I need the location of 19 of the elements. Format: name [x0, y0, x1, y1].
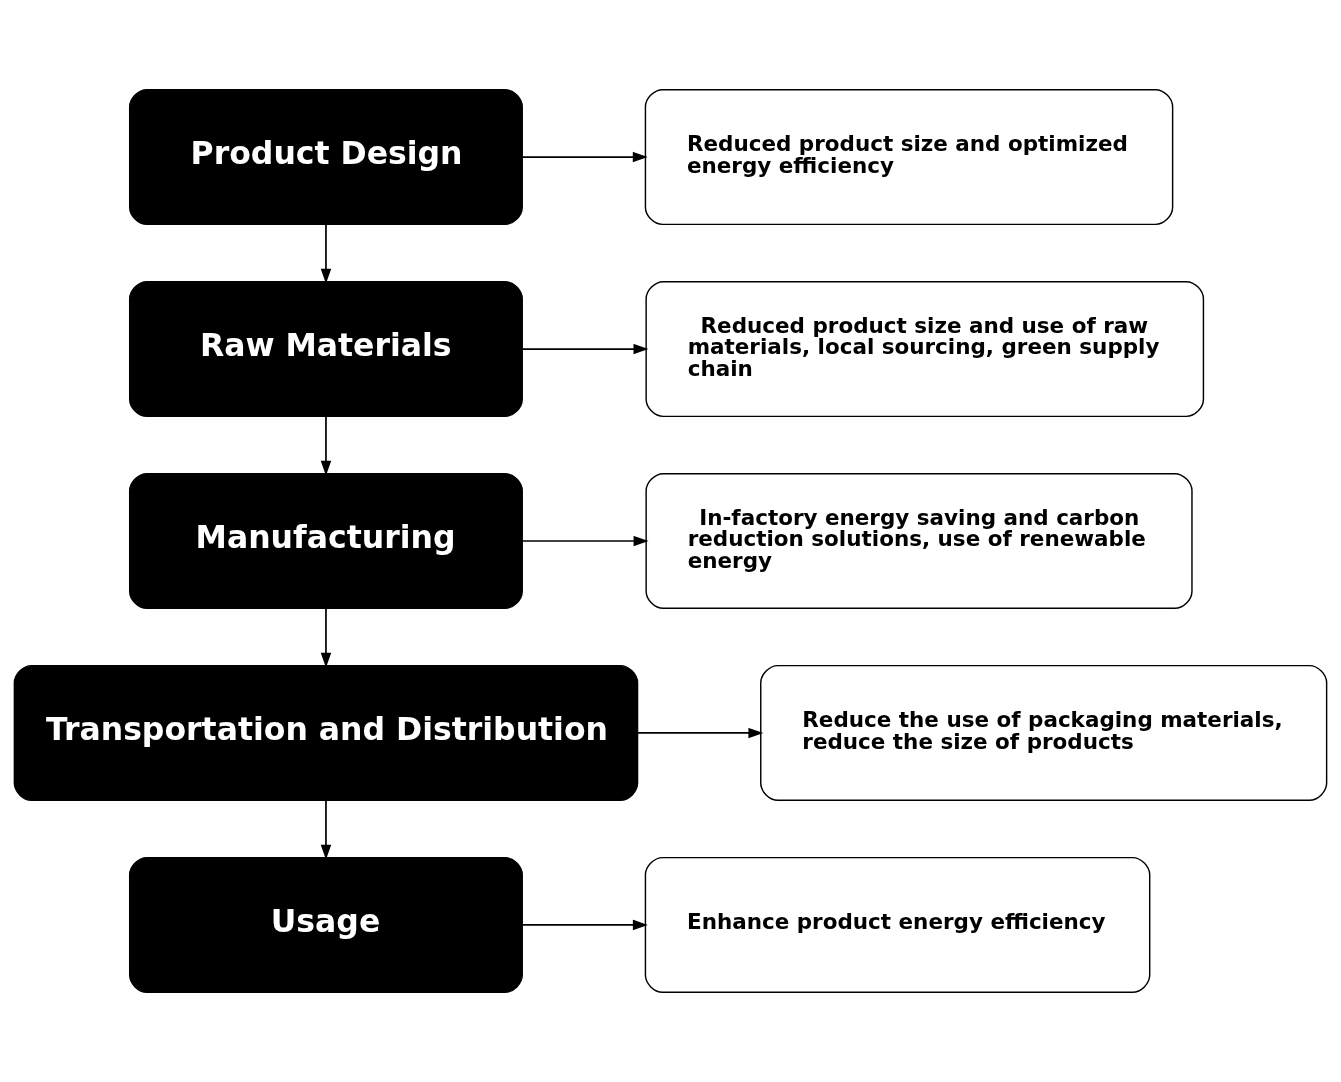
- arrow: [521, 343, 649, 355]
- node-box: Reduce the use of packaging materials, reduce the size of products: [760, 664, 1328, 801]
- arrow: [320, 415, 332, 476]
- node-box: Manufacturing: [128, 472, 523, 610]
- node-box: In-factory energy saving and carbon reduction solutions, use of renewable energy: [645, 472, 1193, 610]
- node-box: Reduced product size and optimized energy efficiency: [644, 89, 1174, 226]
- node-box: Enhance product energy efficiency: [644, 856, 1151, 993]
- arrow: [637, 727, 764, 739]
- arrow: [521, 919, 648, 931]
- arrow: [320, 223, 332, 284]
- arrow: [521, 151, 648, 163]
- node-box: Product Design: [128, 89, 523, 226]
- node-box: Transportation and Distribution: [13, 664, 639, 801]
- node-box: Raw Materials: [128, 281, 523, 418]
- arrow: [521, 535, 649, 547]
- node-box: Usage: [128, 856, 523, 993]
- node-box: Reduced product size and use of raw materials, local sourcing, green supply chain: [645, 281, 1205, 418]
- arrow: [320, 607, 332, 668]
- arrow: [320, 799, 332, 860]
